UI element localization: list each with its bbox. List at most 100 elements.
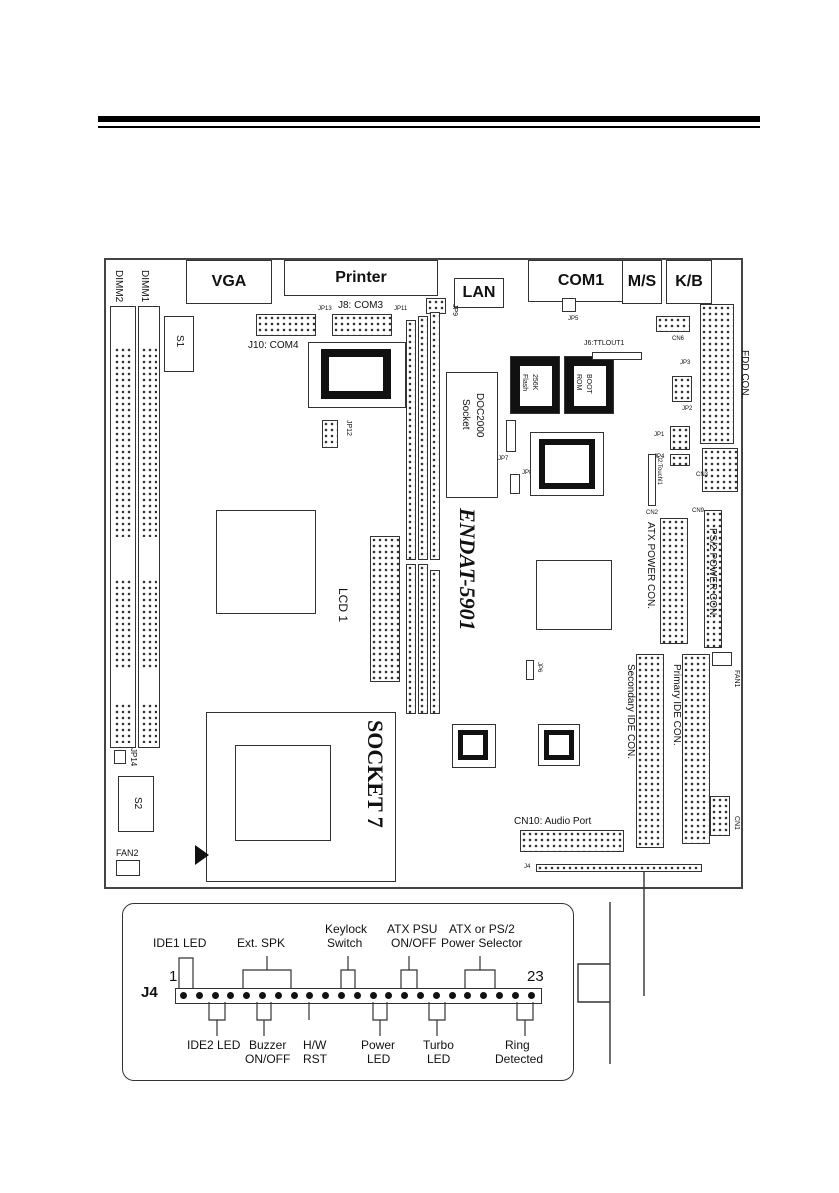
ide1-led-label: IDE1 LED (153, 936, 207, 950)
lan-label: LAN (462, 284, 496, 301)
jp13-label: JP13 (318, 306, 332, 312)
atx-ps2-label: ATX or PS/2 (449, 922, 515, 936)
j4-pin (180, 992, 187, 999)
pci-slot-3 (430, 570, 440, 714)
j4-pin (195, 992, 203, 999)
boot-rom-chip: BOOT ROM (564, 356, 614, 414)
jp7-jumper (506, 420, 516, 452)
fan1-connector (712, 652, 732, 666)
com4-label: J10: COM4 (248, 340, 299, 351)
jp7-label: JP7 (498, 456, 509, 462)
southbridge-chip (536, 560, 612, 630)
cn3-label: CN3 (696, 472, 709, 478)
cn6-label: CN6 (672, 336, 685, 342)
fan2-label: FAN2 (116, 848, 139, 858)
cn9-label: CN9 (692, 508, 705, 514)
jp2-jumper (672, 376, 692, 402)
j4-pin (480, 992, 488, 999)
com3-header (332, 314, 392, 336)
j4-pin (448, 992, 456, 999)
ttl-label: J6:TTLOUT1 (584, 340, 625, 347)
j4-pin (243, 992, 251, 999)
ring-detected-label: Detected (495, 1052, 544, 1066)
com1-port: COM1 (528, 260, 634, 302)
j4-pin (432, 992, 440, 999)
j4-pin (401, 992, 409, 999)
pci-slot-1 (406, 564, 416, 714)
cn1-header (710, 796, 730, 836)
lcd-connector (370, 536, 400, 682)
fdd-connector (700, 304, 734, 444)
com1-label: COM1 (557, 272, 605, 289)
ps2-power-connector (704, 510, 722, 648)
j4-pinout-inset: J4 1 23 IDE1 LED Ext. SPK Keylock Switch… (122, 903, 574, 1081)
power-led-label: Power (361, 1038, 396, 1052)
hw-label: H/W (303, 1038, 327, 1052)
j4-pin (322, 992, 330, 999)
vga-port: VGA (186, 260, 272, 304)
pin-23-label: 23 (527, 968, 544, 985)
j4-pin (338, 992, 345, 999)
buzzer-label: Buzzer (249, 1038, 287, 1052)
isa-slot-3 (430, 312, 440, 560)
isa-slot-1 (406, 320, 416, 560)
cn3-header (702, 448, 738, 492)
super-io-chip (308, 342, 406, 408)
rst-label: RST (303, 1052, 327, 1066)
jp8-jumper (510, 474, 520, 494)
atx-power-connector (660, 518, 688, 644)
turbo-led-led-label: LED (427, 1052, 451, 1066)
j4-pin (527, 992, 535, 999)
j4-label: J4 (141, 984, 158, 1001)
fan2-connector (116, 860, 140, 876)
vga-label: VGA (211, 273, 247, 290)
j4-pin (464, 992, 472, 999)
com4-header (256, 314, 316, 336)
j4-pin (259, 992, 266, 999)
atx-psu-onoff-label: ON/OFF (391, 936, 437, 950)
flash-chip: 256K Flash (510, 356, 560, 414)
secondary-ide-connector (636, 654, 664, 848)
j2-touch-header (648, 454, 656, 506)
ttl-header (592, 352, 642, 360)
header-rule-thin (98, 126, 760, 128)
isa-slot-2 (418, 316, 428, 560)
socket-7 (195, 712, 396, 882)
j4-small-label: J4 (524, 864, 531, 870)
doc2000-socket: DOC2000 Socket (446, 372, 498, 498)
jp3-label: JP3 (680, 360, 691, 366)
buzzer-onoff-label: ON/OFF (245, 1052, 291, 1066)
jp1-jumper (670, 426, 690, 450)
s2-switch: S2 (118, 776, 154, 832)
j4-pin-strip (175, 988, 542, 1004)
jp4-label: JP4 (654, 454, 665, 460)
atx-psu-label: ATX PSU (387, 922, 438, 936)
jp12-jumper (322, 420, 338, 448)
s1-switch: S1 (164, 316, 194, 372)
j4-pin (290, 992, 298, 999)
kb-port: K/B (666, 260, 712, 304)
printer-label: Printer (335, 269, 387, 286)
j4-pin (211, 992, 219, 999)
power-selector-label: Power Selector (441, 936, 523, 950)
lan-port: LAN (454, 278, 504, 308)
ring-label: Ring (505, 1038, 530, 1052)
printer-port: Printer (284, 260, 438, 296)
cn6-header (656, 316, 690, 332)
header-rule-thick (98, 116, 760, 122)
pin-1-label: 1 (169, 968, 178, 985)
j4-pin (417, 992, 424, 999)
jp8-label: JP8 (522, 470, 533, 476)
jp5-jumper (562, 298, 576, 312)
dimm1-slot (138, 306, 160, 748)
j4-header-small (536, 864, 702, 872)
j4-pin (511, 992, 519, 999)
kb-label: K/B (675, 273, 703, 290)
j4-pin (227, 992, 235, 999)
jp6-jumper (526, 660, 534, 680)
cn2-label: CN2 (646, 510, 659, 516)
jp2-label: JP2 (682, 406, 693, 412)
primary-ide-connector (682, 654, 710, 844)
ms-port: M/S (622, 260, 662, 304)
